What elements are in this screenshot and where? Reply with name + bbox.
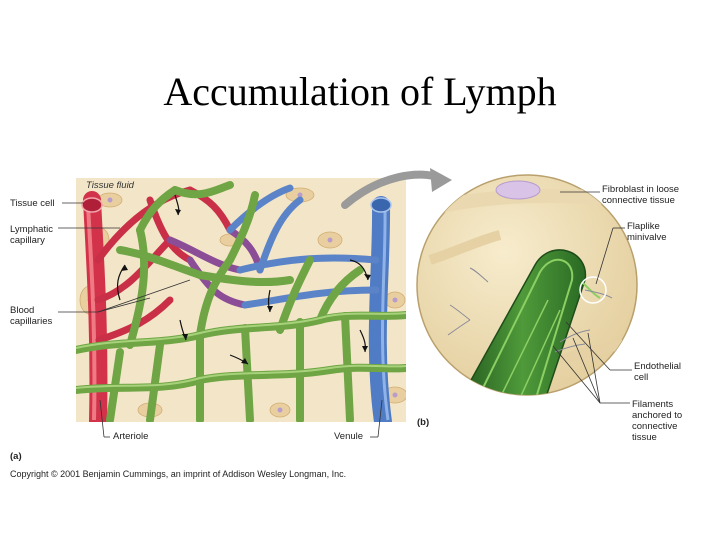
- label-venule: Venule: [334, 431, 364, 442]
- label-endothelial-cell: Endothelial cell: [634, 361, 682, 383]
- label-fibroblast: Fibroblast in loose connective tissue: [602, 184, 680, 206]
- label-filaments: Filaments anchored to connective tissue: [632, 399, 683, 443]
- minivalve-highlight-ring: [579, 276, 607, 304]
- label-tissue-cell: Tissue cell: [10, 198, 55, 209]
- blood-capillaries-blue: [226, 184, 380, 309]
- lymphatic-network: [76, 181, 406, 422]
- copyright-notice: Copyright © 2001 Benjamin Cummings, an i…: [10, 469, 347, 479]
- label-blood-capillaries: Blood capillaries: [10, 305, 53, 327]
- anchoring-filaments: [447, 267, 613, 353]
- venule-vessel: [368, 196, 392, 422]
- slide-title: Accumulation of Lymph: [163, 69, 557, 114]
- leader-lines: [58, 191, 632, 438]
- lymphatic-highlights: [76, 312, 406, 389]
- label-flaplike-minivalve: Flaplike minivalve: [627, 221, 667, 243]
- label-lymphatic-capillary: Lymphatic capillary: [10, 224, 53, 246]
- panel-a-illustration: [76, 178, 406, 422]
- label-arteriole: Arteriole: [113, 431, 149, 442]
- panel-a-label: (a): [10, 451, 22, 462]
- fibroblast-cell: [495, 180, 541, 200]
- label-tissue-fluid: Tissue fluid: [86, 180, 134, 191]
- panel-b-label: (b): [417, 417, 430, 428]
